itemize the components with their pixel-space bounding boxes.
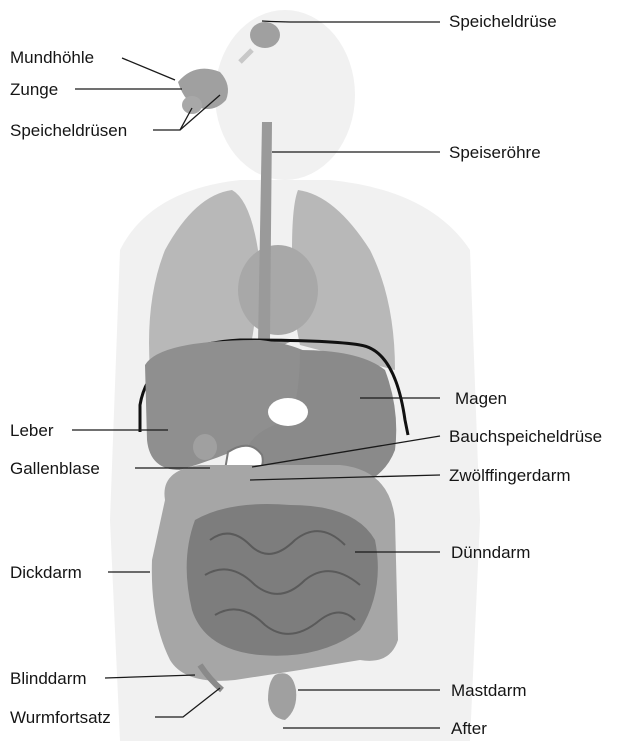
label-bauchspeicheldruese: Bauchspeicheldrüse [449, 427, 602, 446]
label-magen: Magen [455, 389, 507, 408]
label-after: After [451, 719, 487, 738]
label-speiseroehre: Speiseröhre [449, 143, 541, 162]
label-mundhoehle: Mundhöhle [10, 48, 94, 67]
gallbladder [193, 434, 217, 460]
label-gallenblase: Gallenblase [10, 459, 100, 478]
label-zunge: Zunge [10, 80, 58, 99]
label-zwoelffingerdarm: Zwölffingerdarm [449, 466, 571, 485]
label-duenndarm: Dünndarm [451, 543, 530, 562]
label-speicheldruesen: Speicheldrüsen [10, 121, 127, 140]
heart [238, 245, 318, 335]
label-wurmfortsatz: Wurmfortsatz [10, 708, 111, 727]
label-leber: Leber [10, 421, 54, 440]
label-mastdarm: Mastdarm [451, 681, 527, 700]
label-blinddarm: Blinddarm [10, 669, 87, 688]
label-dickdarm: Dickdarm [10, 563, 82, 582]
label-speicheldruese: Speicheldrüse [449, 12, 557, 31]
